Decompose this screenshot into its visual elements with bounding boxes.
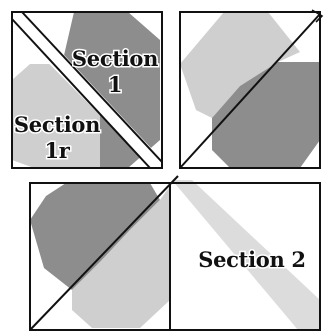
top-right-block-outline [179, 11, 321, 169]
top-left-block: Section 1 Section 1r [11, 11, 166, 169]
top-right-dark-fabric [212, 62, 320, 168]
top-right-diagonal [179, 13, 321, 169]
bottom-block-outline [29, 182, 321, 331]
section-1-label-line2: 1 [108, 72, 122, 97]
section-1-label-line1: Section [72, 46, 158, 71]
bottom-dark-fabric [30, 183, 160, 290]
cut-band [12, 12, 166, 168]
diagonal-seam-1 [11, 18, 151, 169]
section-2-label: Section 2 [198, 247, 306, 272]
section-1r-label-line1: Section [14, 112, 100, 137]
top-left-block-outline [11, 11, 163, 169]
section-2-strip [172, 180, 320, 330]
top-right-arrow-tip [311, 9, 324, 23]
diagonal-seam-2 [21, 11, 163, 163]
bottom-block: Section 2 [29, 175, 321, 331]
top-right-block [179, 9, 324, 169]
bottom-diagonal [29, 175, 179, 331]
section-1r-label-line2: 1r [44, 138, 70, 163]
top-right-light-fabric [180, 12, 300, 118]
bottom-light-fabric [72, 186, 170, 328]
